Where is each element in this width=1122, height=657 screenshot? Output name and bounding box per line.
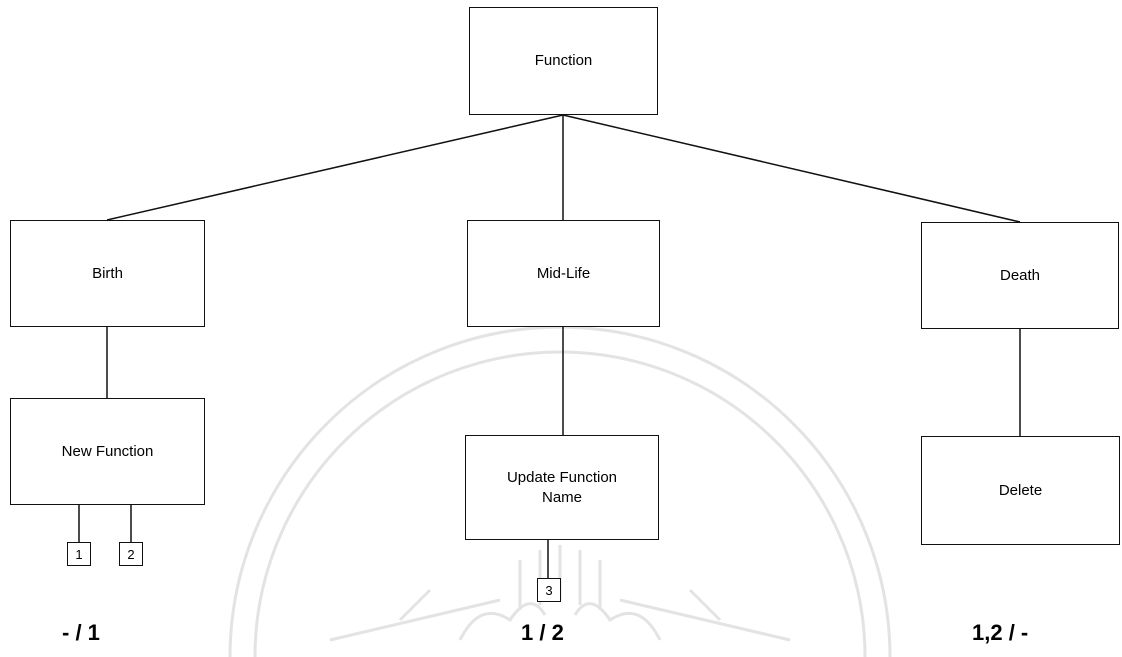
branch-box-death: Death [921,222,1119,329]
child-label-new-function: New Function [61,442,154,460]
marker-box-1: 1 [67,542,91,566]
branch-label-birth: Birth [92,264,123,282]
marker-label-3: 3 [545,582,553,598]
marker-box-3: 3 [537,578,561,602]
root-box: Function [469,7,658,115]
root-label: Function [534,52,593,69]
marker-label-2: 2 [127,546,135,562]
marker-label-1: 1 [75,546,83,562]
connector-root-birth [106,114,564,221]
marker-box-2: 2 [119,542,143,566]
child-box-delete: Delete [921,436,1120,545]
branch-box-midlife: Mid-Life [467,220,660,327]
branch-label-death: Death [999,266,1041,284]
notation-birth: - / 1 [62,620,100,645]
child-label-delete: Delete [998,481,1043,499]
child-label-update-function-name: Update Function Name [506,468,618,506]
connector-root-death [562,114,1021,223]
branch-box-birth: Birth [10,220,205,327]
child-box-new-function: New Function [10,398,205,505]
child-box-update-function-name: Update Function Name [465,435,659,540]
branch-label-midlife: Mid-Life [536,264,591,282]
notation-midlife: 1 / 2 [521,620,564,645]
notation-death: 1,2 / - [972,620,1029,645]
